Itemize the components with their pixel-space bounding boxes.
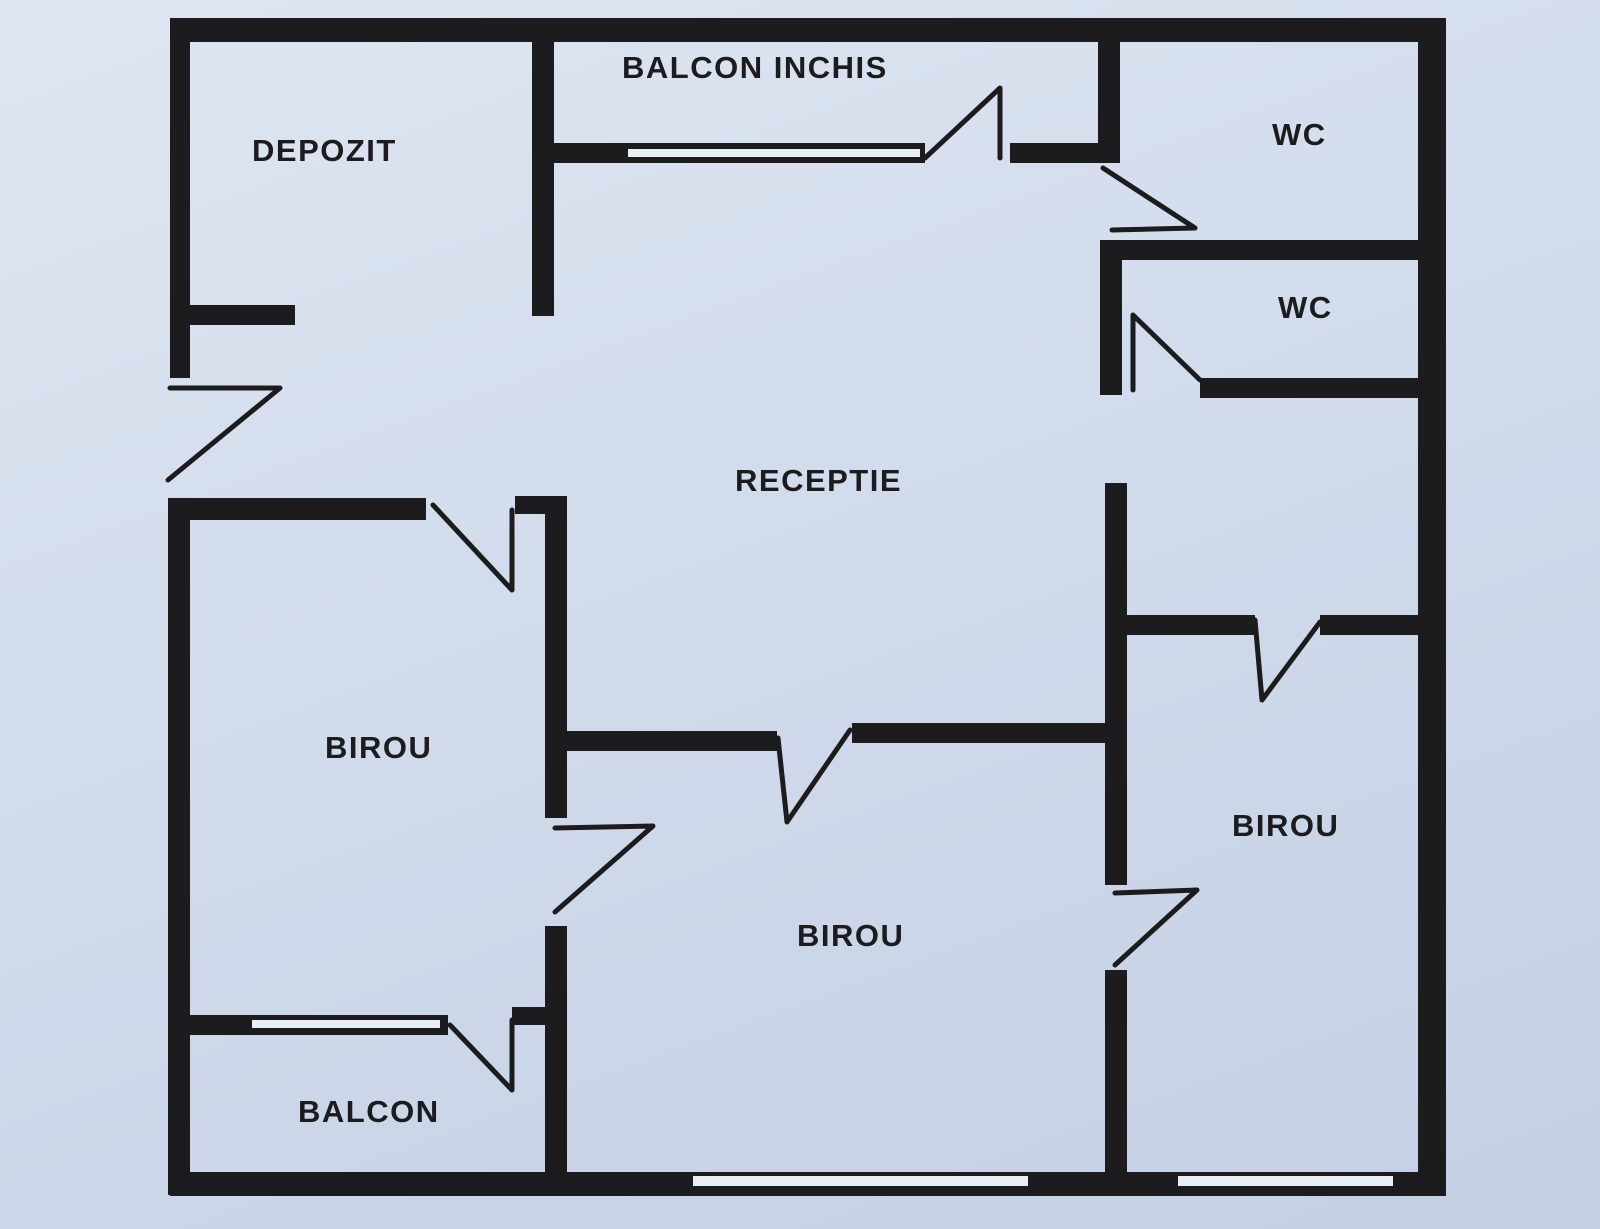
outer-wall-left-upper	[170, 18, 190, 378]
wc-top-door	[1100, 165, 1198, 233]
room-label-balcon: BALCON	[298, 1094, 440, 1129]
bottom-windows	[693, 1176, 1393, 1186]
window-bottom-center	[693, 1176, 1028, 1186]
balcon-walls	[188, 1007, 552, 1093]
room-label-wc-bottom: WC	[1278, 290, 1333, 325]
birou-center-door	[775, 727, 853, 825]
wc-bottom-left-wall	[1100, 240, 1122, 395]
room-label-birou-left: BIROU	[325, 730, 433, 765]
birou-right-left-wall-lower	[1105, 970, 1127, 1182]
birou-right-walls	[1105, 483, 1425, 1182]
birou-left-lower-door	[552, 823, 656, 915]
birou-left-lower-wall	[545, 926, 567, 1186]
depozit-bottom-stub	[175, 305, 295, 325]
room-label-receptie: RECEPTIE	[735, 463, 903, 498]
birou-center-top-left	[562, 731, 777, 751]
wc-left-wall	[1098, 18, 1120, 163]
room-label-wc-top: WC	[1272, 117, 1327, 152]
birou-center-top-right	[852, 723, 1107, 743]
birou-right-left-wall-upper	[1105, 483, 1127, 885]
balcon-right-stub	[512, 1007, 552, 1025]
balcon-inchis-wall-right	[1010, 143, 1120, 163]
balcon-inchis-window-glass	[628, 149, 920, 157]
window-bottom-right	[1178, 1176, 1393, 1186]
depozit-door	[165, 385, 283, 483]
birou-right-top-right	[1320, 615, 1425, 635]
balcon-inchis-walls	[552, 18, 1120, 163]
depozit-right-wall	[532, 18, 554, 316]
outer-wall-right	[1418, 18, 1446, 1193]
room-label-balcon-inchis: BALCON INCHIS	[622, 50, 888, 85]
birou-right-top-door	[1252, 617, 1323, 703]
wc-divider-wall	[1100, 240, 1425, 260]
room-label-birou-right: BIROU	[1232, 808, 1340, 843]
depozit-walls	[165, 18, 554, 483]
wc-walls	[1100, 165, 1425, 398]
balcon-door	[447, 1017, 515, 1093]
balcon-window-glass	[252, 1020, 440, 1028]
outer-wall-top	[180, 18, 1445, 42]
birou-left-right-wall	[545, 496, 567, 818]
birou-left-top-wall	[168, 498, 426, 520]
outer-wall-left-lower	[168, 505, 190, 1195]
balcon-inchis-wall-left	[552, 143, 627, 163]
birou-right-top-left	[1105, 615, 1255, 635]
birou-right-left-door	[1112, 887, 1200, 968]
room-label-depozit: DEPOZIT	[252, 133, 397, 168]
balcon-inchis-door	[922, 85, 1003, 161]
birou-left-walls	[168, 496, 656, 1186]
wc-bottom-wall	[1200, 378, 1425, 398]
room-label-birou-center: BIROU	[797, 918, 905, 953]
birou-left-door	[430, 502, 515, 593]
wc-bottom-door	[1130, 312, 1203, 393]
birou-center-walls	[562, 723, 1107, 825]
